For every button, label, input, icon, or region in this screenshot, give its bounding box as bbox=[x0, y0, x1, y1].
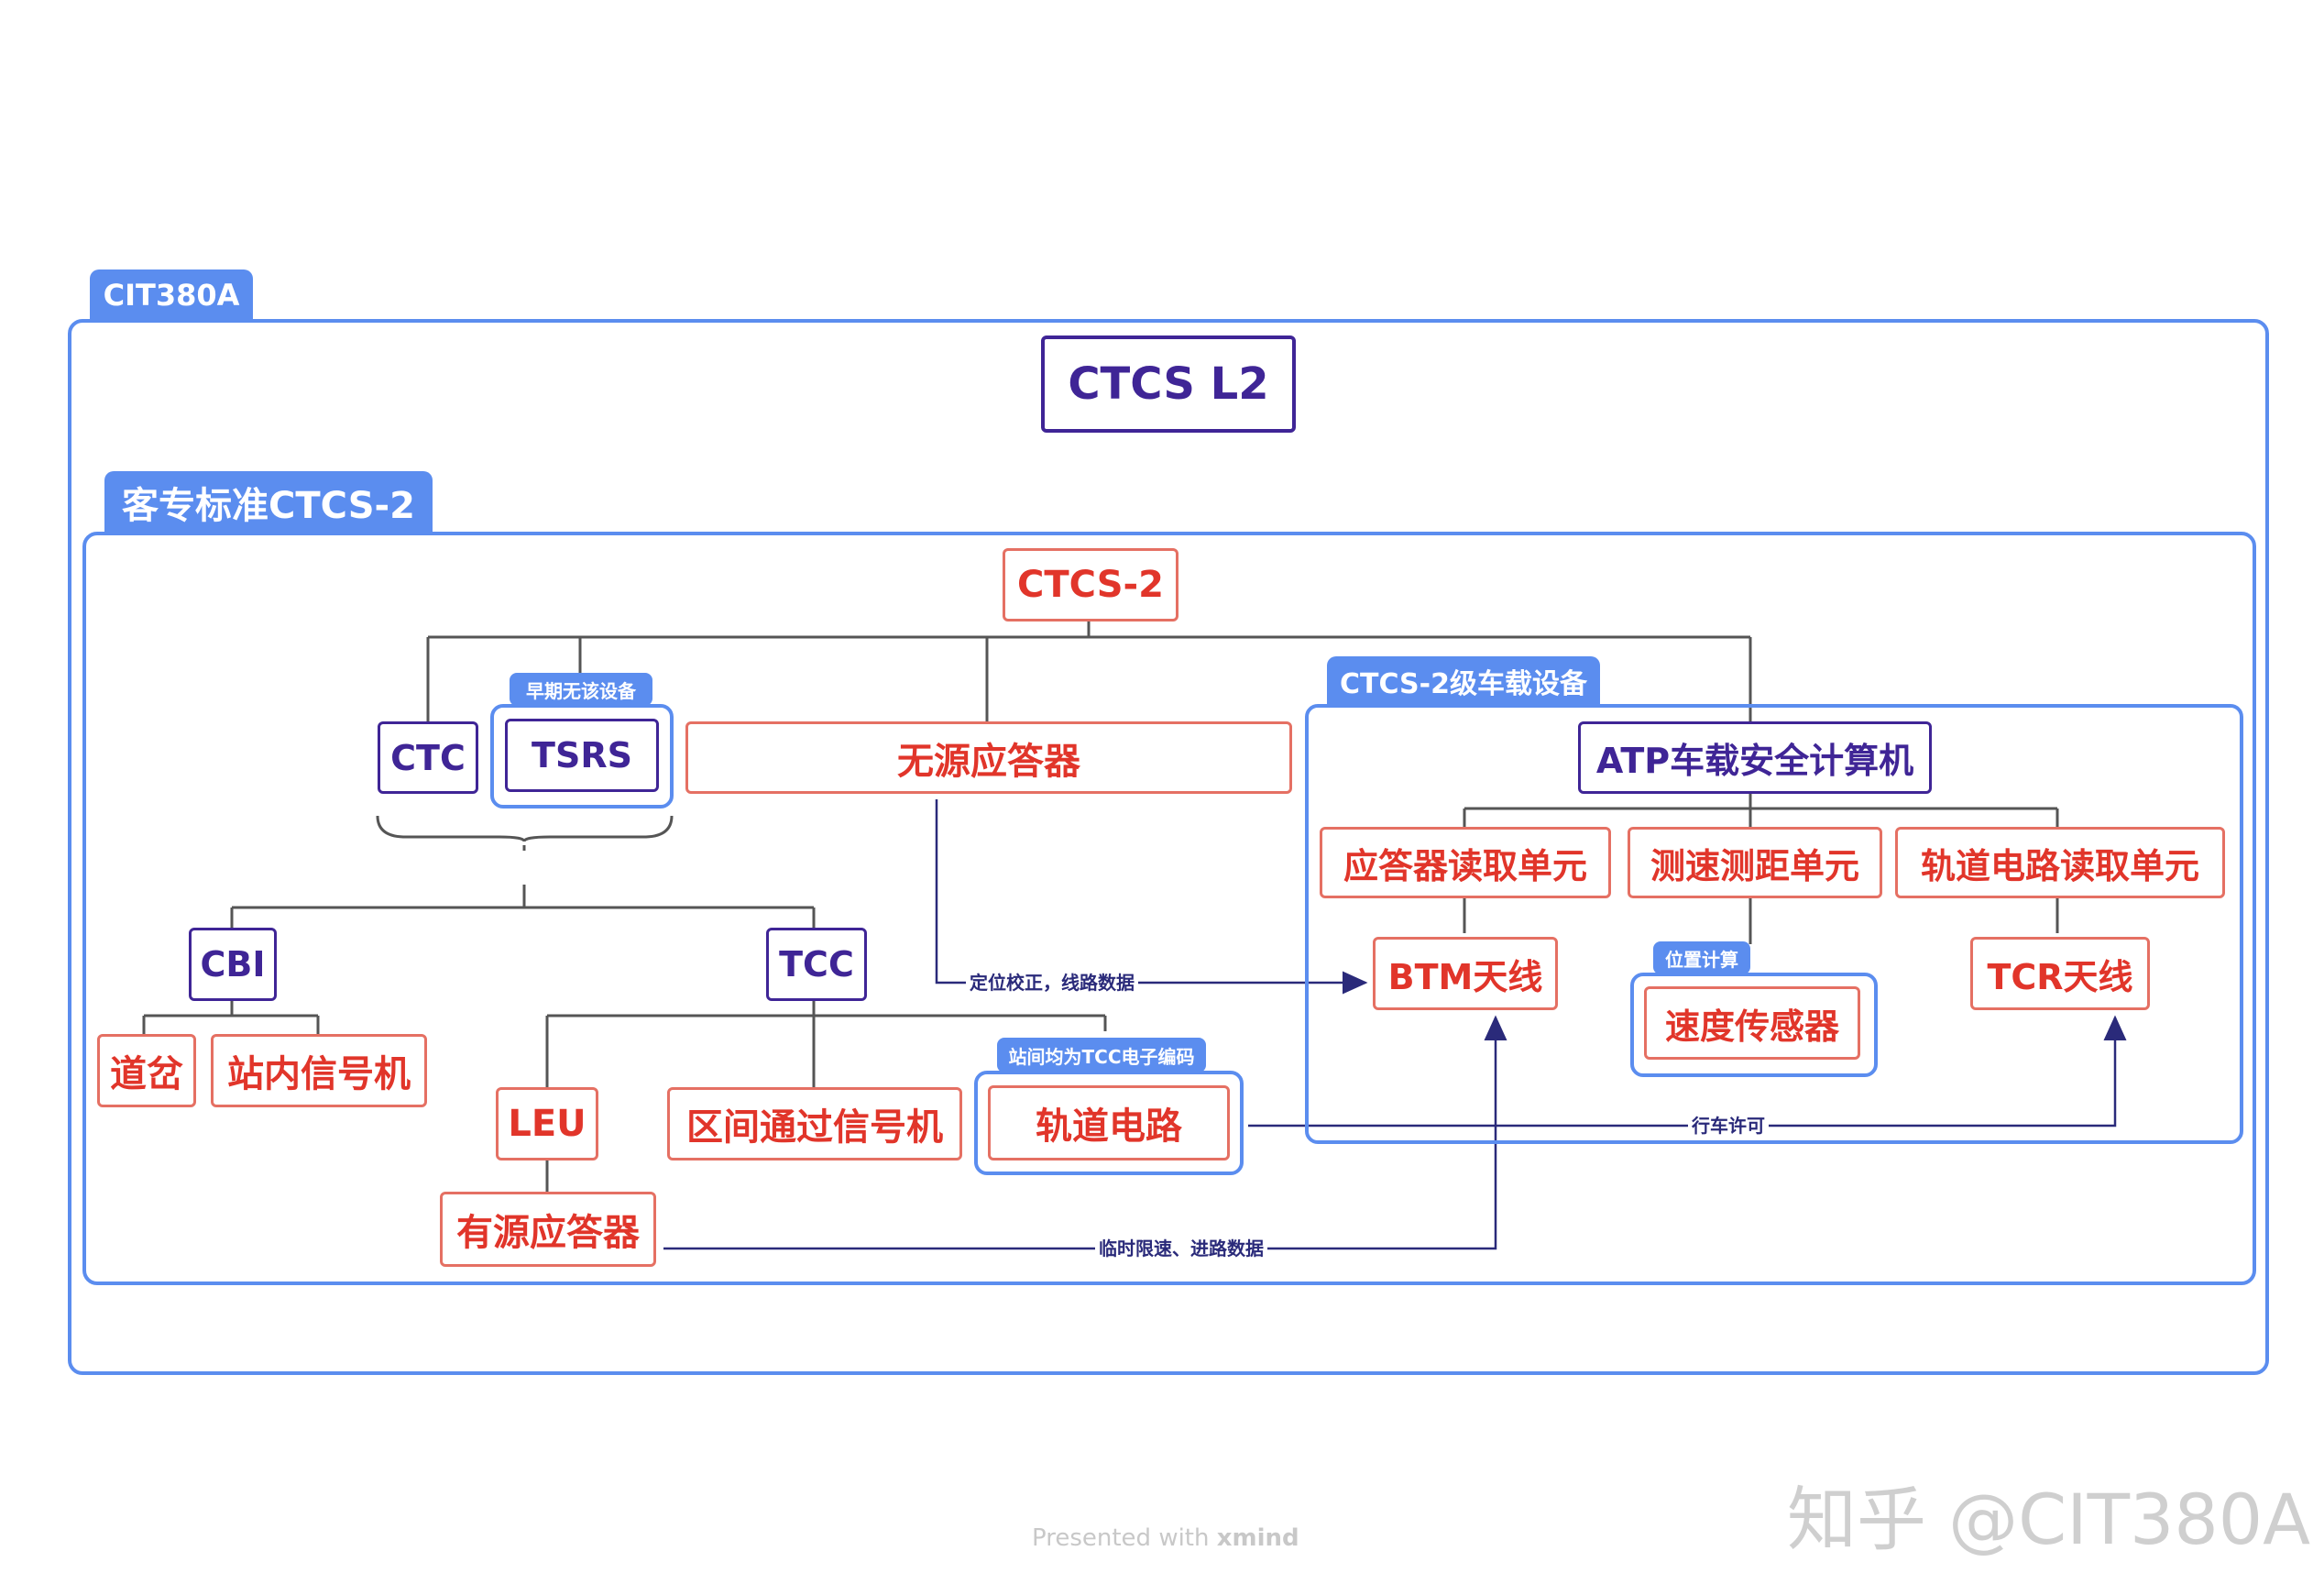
onboard-frame-tag: CTCS-2级车载设备 bbox=[1327, 656, 1600, 706]
onboard-frame bbox=[1305, 704, 2243, 1144]
node-leu: LEU bbox=[496, 1087, 598, 1160]
tsrs-note-tag: 早期无该设备 bbox=[510, 673, 652, 706]
node-passive-balise: 无源应答器 bbox=[685, 721, 1292, 794]
node-speed-sensor: 速度传感器 bbox=[1644, 986, 1860, 1060]
track-circuit-note-tag: 站间均为TCC电子编码 bbox=[997, 1038, 1206, 1072]
edge-label-movement: 行车许可 bbox=[1688, 1115, 1769, 1137]
node-track-circuit: 轨道电路 bbox=[988, 1085, 1230, 1160]
node-ctcs-l2: CTCS L2 bbox=[1041, 336, 1296, 433]
node-tcc: TCC bbox=[766, 928, 867, 1001]
presented-with: Presented with xmind bbox=[1032, 1524, 1299, 1552]
brand-text: xmind bbox=[1216, 1524, 1299, 1552]
node-tcr: TCR天线 bbox=[1970, 937, 2150, 1010]
edge-label-positioning: 定位校正，线路数据 bbox=[966, 972, 1138, 994]
node-ctcs2: CTCS-2 bbox=[1003, 548, 1178, 622]
inner-frame bbox=[82, 532, 2256, 1285]
edge-label-temporary: 临时限速、进路数据 bbox=[1095, 1238, 1267, 1260]
node-cbi: CBI bbox=[189, 928, 277, 1001]
node-active-balise: 有源应答器 bbox=[440, 1192, 656, 1267]
outer-frame bbox=[68, 319, 2269, 1375]
node-speed-unit: 测速测距单元 bbox=[1628, 827, 1882, 898]
node-balise-reader: 应答器读取单元 bbox=[1320, 827, 1611, 898]
node-switch: 道岔 bbox=[97, 1034, 196, 1107]
tsrs-highlight bbox=[490, 704, 674, 808]
node-atp: ATP车载安全计算机 bbox=[1578, 721, 1932, 794]
node-station-signal: 站内信号机 bbox=[211, 1034, 427, 1107]
speed-sensor-note-tag: 位置计算 bbox=[1653, 941, 1750, 974]
track-circuit-highlight bbox=[974, 1071, 1244, 1175]
node-btm: BTM天线 bbox=[1373, 937, 1558, 1010]
node-tsrs: TSRS bbox=[505, 719, 659, 792]
watermark: 知乎 @CIT380A bbox=[1787, 1479, 2311, 1560]
speed-sensor-highlight bbox=[1630, 973, 1878, 1077]
outer-frame-tag: CIT380A bbox=[90, 270, 253, 321]
node-ctc: CTC bbox=[378, 721, 478, 794]
presented-text: Presented with bbox=[1032, 1524, 1210, 1552]
node-section-signal: 区间通过信号机 bbox=[667, 1087, 962, 1160]
inner-frame-tag: 客专标准CTCS-2 bbox=[104, 471, 433, 534]
node-track-reader: 轨道电路读取单元 bbox=[1895, 827, 2225, 898]
